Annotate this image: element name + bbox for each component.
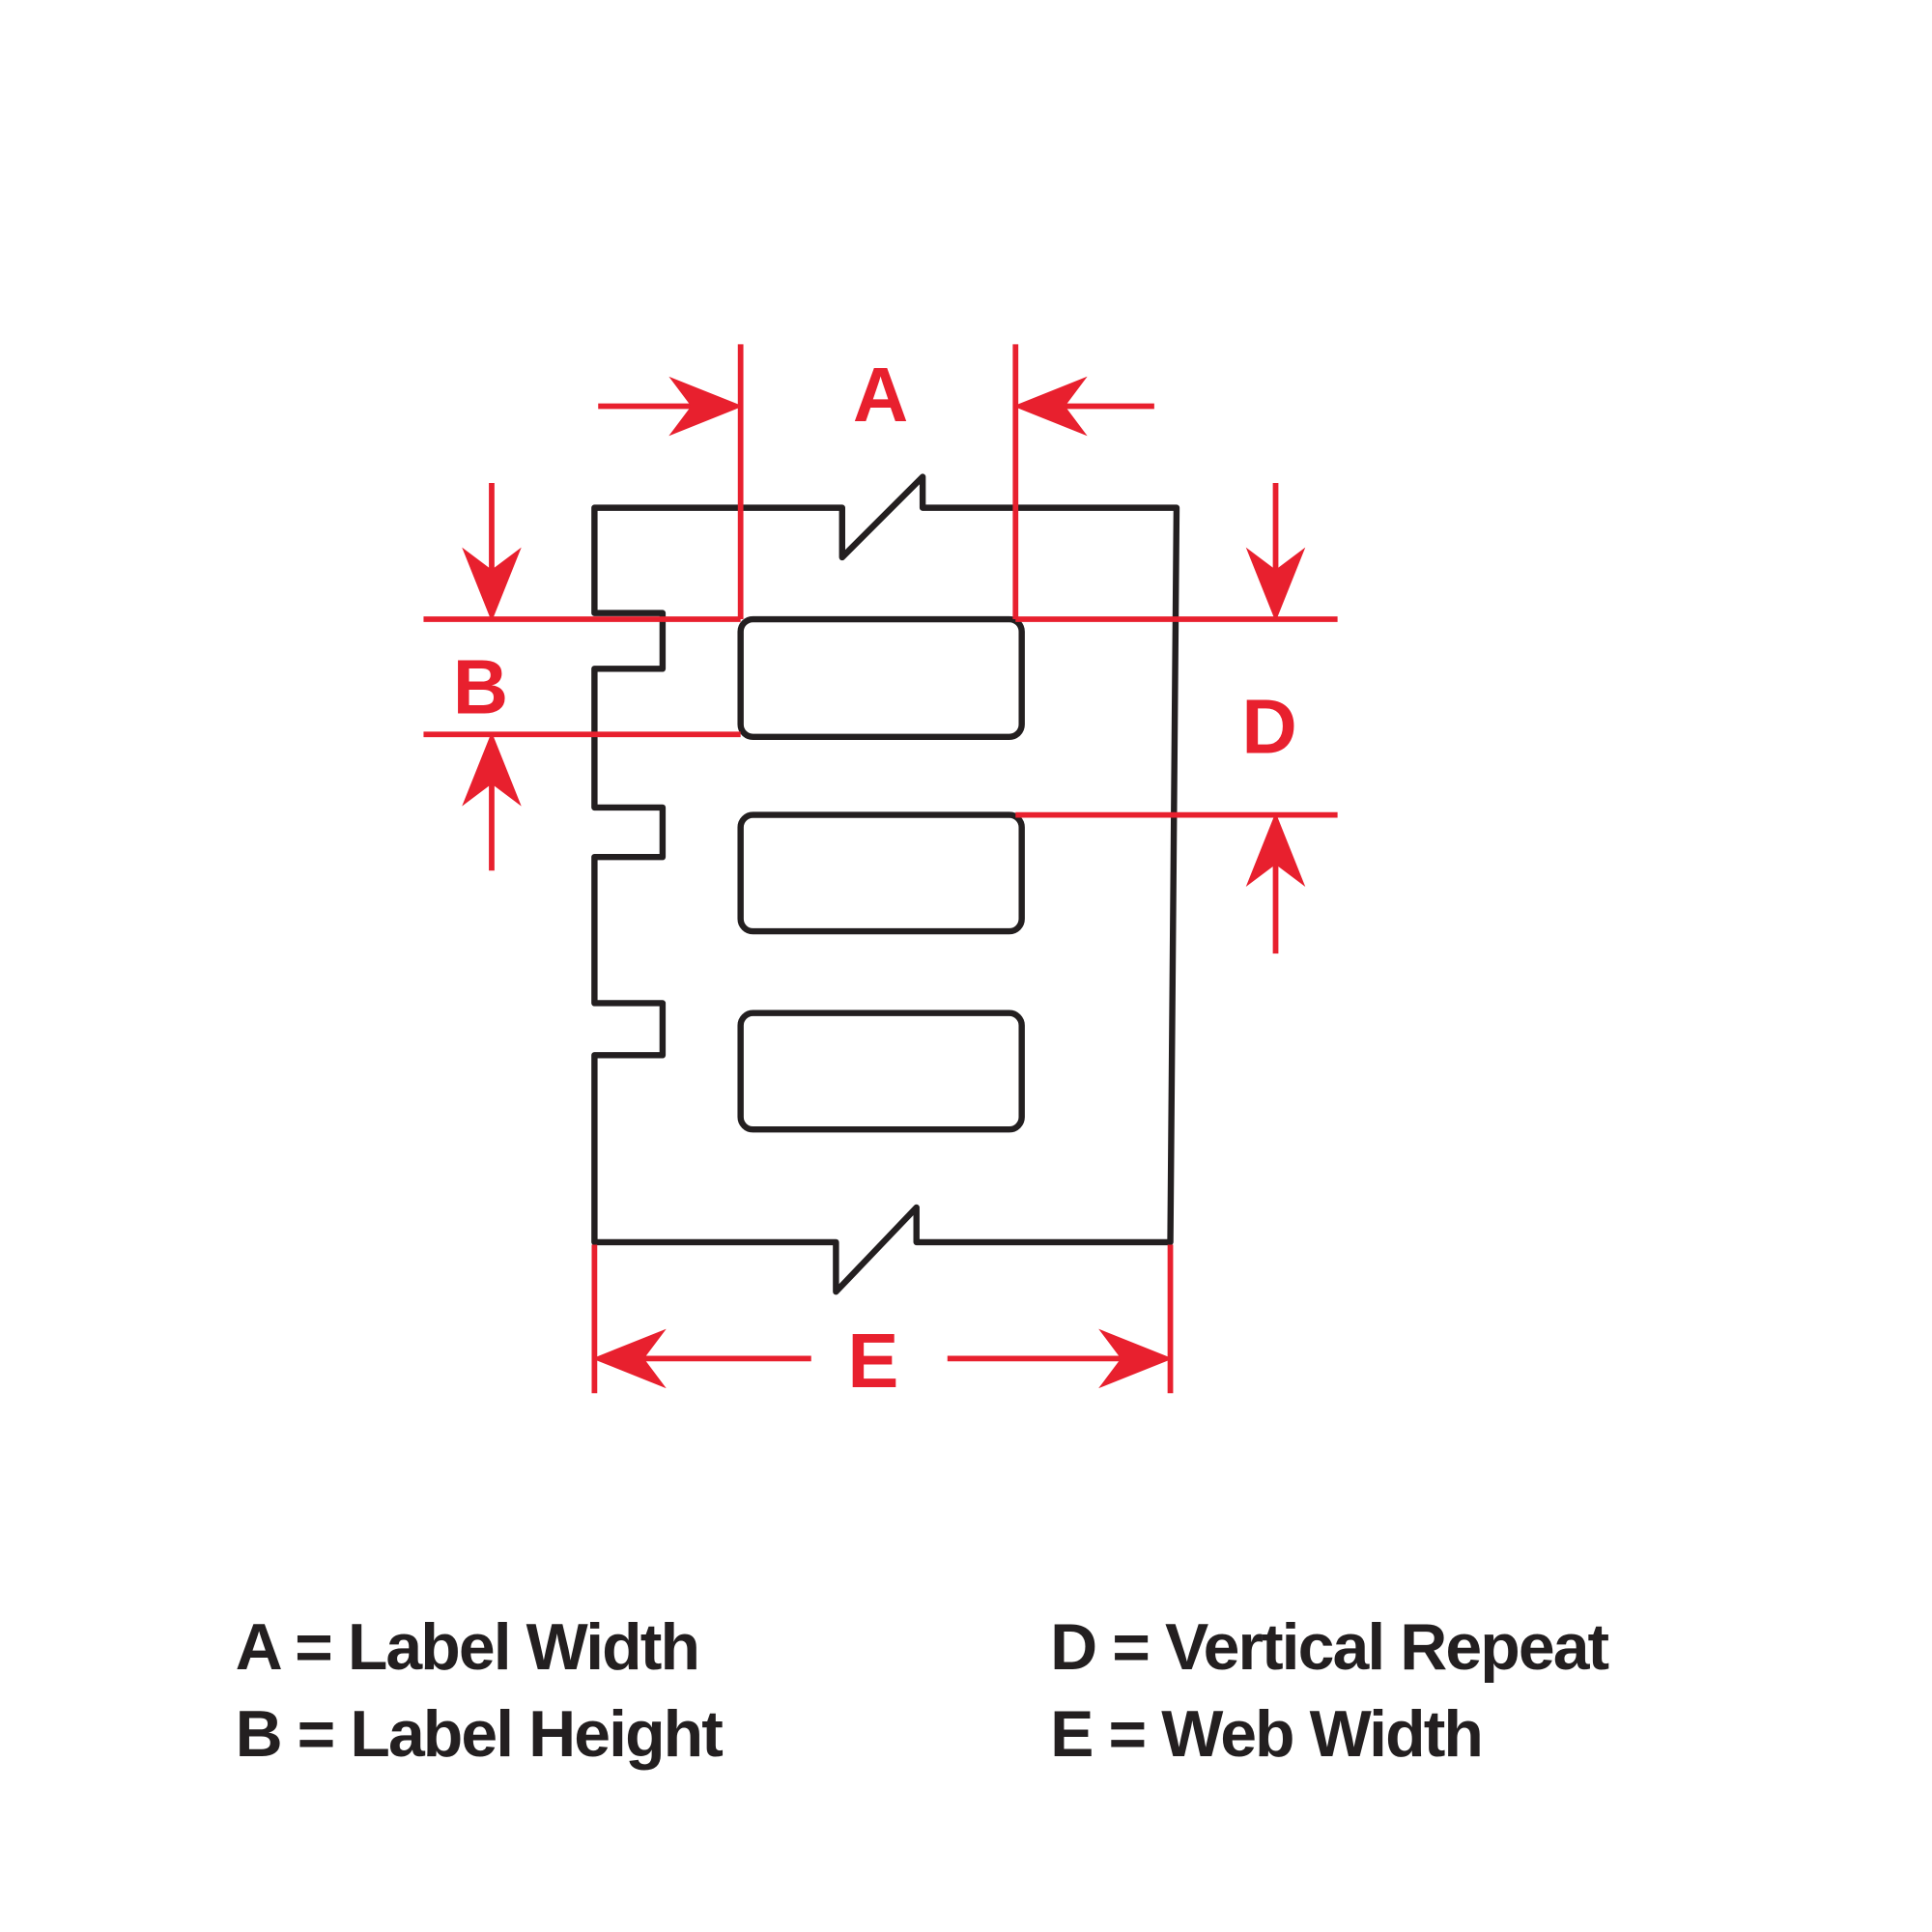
label-3 bbox=[737, 1009, 1025, 1133]
dimension-e-label: E bbox=[847, 1318, 898, 1404]
dimension-a: A bbox=[598, 344, 1154, 620]
legend-item-a: A = Label Width bbox=[236, 1610, 698, 1684]
legend-item-b: B = Label Height bbox=[236, 1697, 724, 1771]
label-2 bbox=[737, 811, 1025, 935]
dimension-b: B bbox=[423, 483, 741, 871]
legend-item-d: D = Vertical Repeat bbox=[1050, 1610, 1608, 1684]
legend-item-e: E = Web Width bbox=[1050, 1697, 1482, 1771]
dimension-a-label: A bbox=[853, 352, 908, 438]
dimension-d: D bbox=[1015, 483, 1338, 954]
dimension-b-label: B bbox=[453, 643, 508, 729]
legend: A = Label Width B = Label Height D = Ver… bbox=[236, 1610, 1611, 1771]
web-outline bbox=[591, 473, 1180, 1295]
dimension-d-label: D bbox=[1241, 683, 1296, 769]
label-1 bbox=[737, 615, 1025, 741]
dimension-e: E bbox=[591, 1244, 1174, 1404]
